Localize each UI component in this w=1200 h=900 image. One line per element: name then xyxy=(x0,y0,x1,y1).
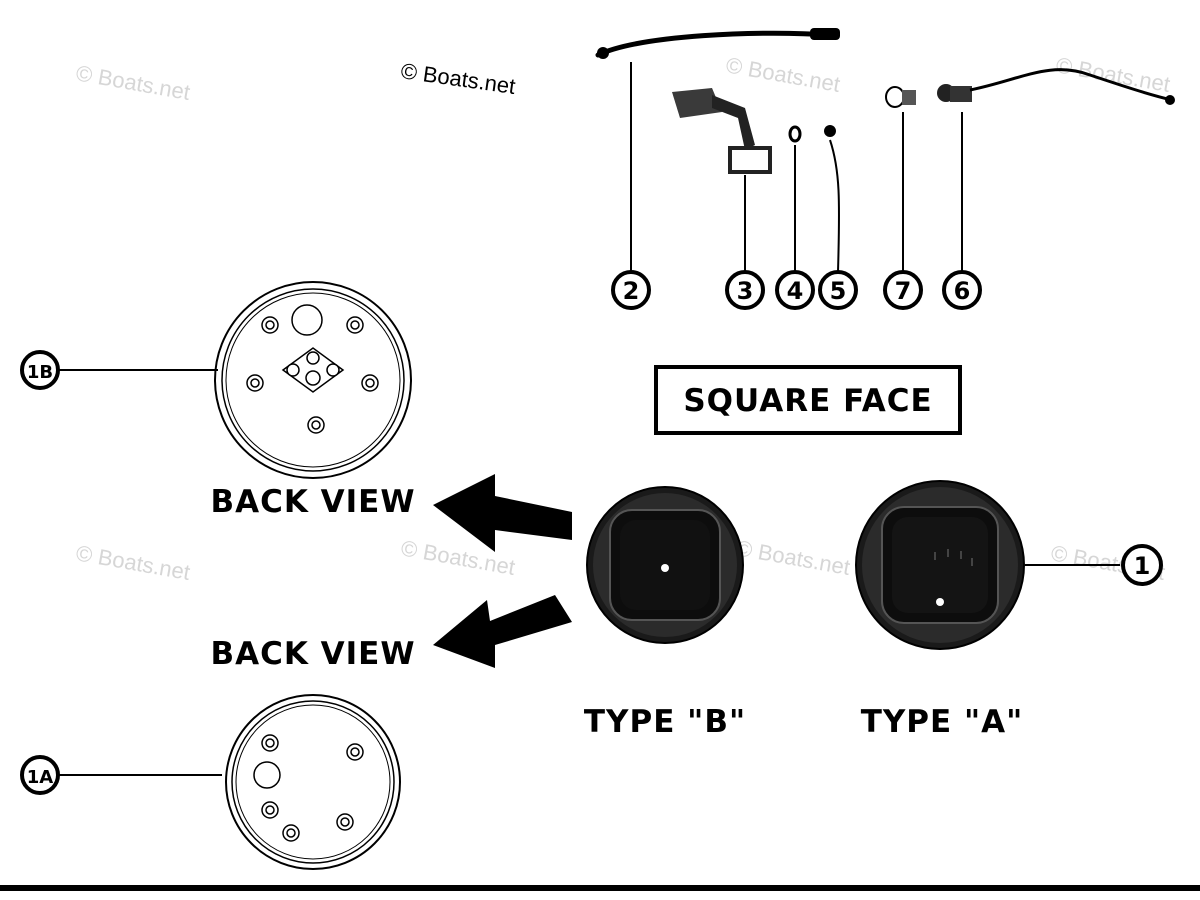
gauge-type-b xyxy=(586,486,744,644)
part-5-nut xyxy=(824,125,841,273)
part-4-washer xyxy=(788,125,802,272)
part-6-socket-lead xyxy=(937,68,1175,272)
watermark-mid-center: © Boats.net xyxy=(399,535,517,580)
callout-2: 2 xyxy=(611,270,651,310)
watermark-mid-right: © Boats.net xyxy=(734,535,852,580)
svg-text:5: 5 xyxy=(830,277,847,305)
callout-1: 1 xyxy=(1121,544,1163,586)
part-7-bulb xyxy=(885,86,916,272)
type-b-label: TYPE "B" xyxy=(584,704,746,740)
callout-5: 5 xyxy=(818,270,858,310)
section-title: SQUARE FACE xyxy=(683,383,932,419)
gauge-1b-back-view xyxy=(58,281,412,479)
svg-text:7: 7 xyxy=(895,277,912,305)
watermark-top-mid: © Boats.net xyxy=(724,52,842,97)
callout-4: 4 xyxy=(775,270,815,310)
square-face-box: SQUARE FACE xyxy=(654,365,962,435)
arrow-to-back-view-top xyxy=(433,474,572,552)
svg-text:6: 6 xyxy=(954,277,971,305)
watermark-mid-left: © Boats.net xyxy=(74,540,192,585)
callout-1b: 1B xyxy=(20,350,60,390)
svg-text:2: 2 xyxy=(623,277,640,305)
callout-1a: 1A xyxy=(20,755,60,795)
back-view-label-bottom: BACK VIEW xyxy=(210,636,415,672)
svg-text:1B: 1B xyxy=(27,362,53,383)
watermark-top-left: © Boats.net xyxy=(74,60,192,105)
gauge-type-a xyxy=(855,480,1120,650)
arrow-to-back-view-bottom xyxy=(433,595,572,668)
svg-text:1A: 1A xyxy=(27,767,54,788)
part-2-wire-lead xyxy=(595,28,840,272)
callout-7: 7 xyxy=(883,270,923,310)
part-3-bracket xyxy=(672,88,772,272)
callout-6: 6 xyxy=(942,270,982,310)
svg-text:1: 1 xyxy=(1134,552,1151,580)
callout-3: 3 xyxy=(725,270,765,310)
copyright-text: © Boats.net xyxy=(399,58,517,99)
watermark-top-right: © Boats.net xyxy=(1054,52,1172,97)
gauge-1a-back-view xyxy=(58,694,401,870)
back-view-label-top: BACK VIEW xyxy=(210,484,415,520)
svg-text:3: 3 xyxy=(737,277,754,305)
type-a-label: TYPE "A" xyxy=(861,704,1024,740)
svg-text:4: 4 xyxy=(787,277,804,305)
